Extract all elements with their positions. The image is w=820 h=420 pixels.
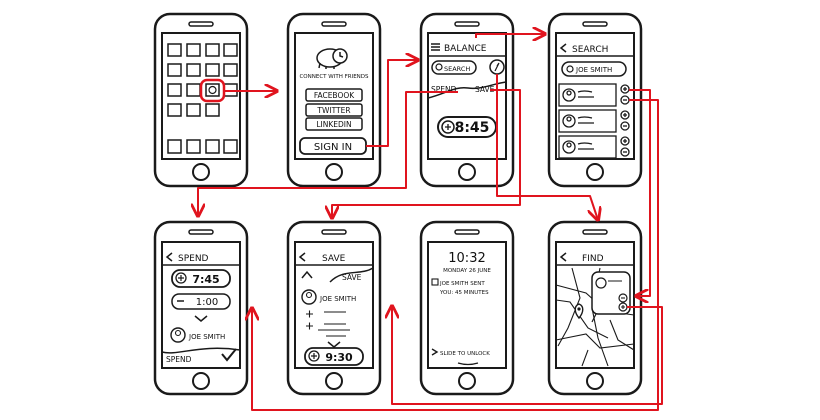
avatar (301, 289, 317, 305)
spend-minus-row: 1:00 (171, 293, 231, 310)
save-total-text: 9:30 (325, 351, 353, 364)
back-icon[interactable] (559, 252, 567, 262)
flow-arrow (332, 89, 521, 218)
flow-arrow (198, 91, 458, 216)
chevron-down-icon (194, 315, 208, 322)
minus-icon[interactable] (620, 121, 630, 131)
spend-balance: 7:45 (171, 269, 231, 288)
find-title: FIND (582, 254, 604, 264)
add-icon[interactable] (620, 110, 630, 120)
back-icon[interactable] (559, 43, 567, 53)
save-title: SAVE (322, 254, 346, 264)
back-icon[interactable] (298, 252, 306, 262)
plus-icon (178, 275, 184, 281)
sum-lines (306, 310, 350, 337)
spend-tab[interactable]: SPEND (431, 85, 457, 94)
back-icon[interactable] (165, 252, 173, 262)
lock-date: MONDAY 26 JUNE (443, 268, 491, 274)
spend-action[interactable]: SPEND (166, 355, 192, 364)
minus-icon[interactable] (620, 147, 630, 157)
facebook-button-label: FACEBOOK (314, 91, 355, 100)
save-contact[interactable]: JOE SMITH (301, 289, 356, 305)
check-icon[interactable] (221, 348, 237, 362)
save-tab[interactable]: SAVE (475, 85, 495, 94)
linkedin-button[interactable]: LINKEDIN (305, 117, 363, 131)
contact-name-2: JOE SMITH (188, 333, 225, 341)
search-button-label: SEARCH (444, 65, 470, 73)
plus-icon (445, 124, 451, 130)
menu-icon[interactable] (431, 43, 440, 51)
twitter-button[interactable]: TWITTER (305, 103, 363, 117)
flow-arrow (475, 34, 545, 38)
flow-arrow (629, 89, 651, 296)
twitter-button-label: TWITTER (316, 106, 350, 115)
facebook-button[interactable]: FACEBOOK (305, 88, 363, 102)
balance-title: BALANCE (444, 44, 487, 54)
result-list (558, 83, 617, 159)
phone-sign-in: CONNECT WITH FRIENDS FACEBOOK TWITTER LI… (286, 12, 382, 188)
search-icon (566, 65, 574, 73)
phone-search: SEARCH JOE SMITH (547, 12, 643, 188)
lock-time: 10:32 (448, 251, 485, 266)
flow-arrow (366, 60, 418, 147)
balance-amount-text: 8:45 (455, 120, 490, 136)
save-tab-label[interactable]: SAVE (342, 273, 362, 282)
phone-save: SAVE SAVE JOE SMITH 9:30 (286, 220, 382, 396)
contact-row-2[interactable]: JOE SMITH (170, 327, 225, 343)
avatar (595, 277, 607, 289)
minus-icon (618, 293, 628, 303)
app-icon-grid (167, 43, 238, 154)
piggy-bank-logo-icon (316, 48, 348, 69)
map-callout[interactable] (591, 271, 631, 323)
chevron-right-icon[interactable] (431, 348, 439, 356)
flow-arrow (392, 306, 663, 405)
flow-arrow (496, 74, 598, 220)
plus-icon (311, 353, 317, 359)
list-item[interactable] (558, 83, 617, 107)
phone-find: FIND (547, 220, 643, 396)
chevron-down-icon (327, 341, 341, 348)
pin-icon (494, 62, 500, 72)
search-icon (435, 63, 443, 71)
notification-line-1: JOE SMITH SENT (439, 281, 485, 287)
save-total: 9:30 (304, 347, 364, 366)
search-input[interactable]: JOE SMITH (561, 61, 627, 77)
spend-minus-text: 1:00 (196, 297, 218, 308)
phone-balance: BALANCE SEARCH SPEND SAVE 8:45 (419, 12, 515, 188)
list-item[interactable] (558, 109, 617, 133)
message-icon (431, 278, 439, 286)
phone-home-screen (153, 12, 249, 188)
flow-arrows (198, 34, 663, 411)
add-icon[interactable] (620, 136, 630, 146)
search-title: SEARCH (572, 45, 608, 55)
slide-to-unlock[interactable]: SLIDE TO UNLOCK (440, 351, 490, 357)
sign-in-label: SIGN IN (314, 142, 352, 153)
notification-line-2: YOU: 45 MINUTES (439, 290, 489, 296)
search-button[interactable]: SEARCH (431, 60, 477, 75)
phone-spend: SPEND 7:45 1:00 JOE SMITH JOE SMITH SPEN… (153, 220, 249, 396)
linkedin-button-label: LINKEDIN (316, 120, 351, 129)
chevron-up-icon (301, 270, 313, 279)
flow-arrow (252, 99, 659, 411)
search-query: JOE SMITH (575, 66, 612, 74)
map-pin-icon[interactable] (574, 303, 584, 320)
phone-lock-screen: 10:32 MONDAY 26 JUNE JOE SMITH SENT YOU:… (419, 220, 515, 396)
avatar (170, 327, 186, 343)
spend-title: SPEND (178, 254, 209, 264)
list-item[interactable] (558, 135, 617, 159)
connect-label: CONNECT WITH FRIENDS (299, 74, 369, 80)
save-contact-name: JOE SMITH (319, 295, 356, 303)
spend-balance-text: 7:45 (192, 273, 219, 286)
